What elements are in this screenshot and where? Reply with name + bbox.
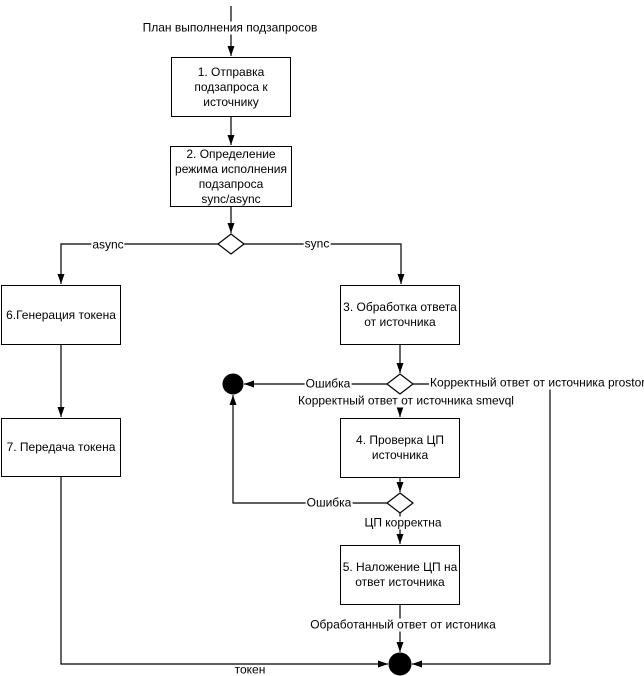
- node-apply-signature: 5. Наложение ЦП на ответ источника: [340, 545, 460, 605]
- node-transfer-token: 7. Передача токена: [1, 418, 121, 477]
- edge-label-error-signature: Ошибка: [305, 495, 353, 510]
- node-process-response: 3. Обработка ответа от источника: [340, 285, 460, 345]
- edge-label-signature-ok: ЦП корректна: [363, 515, 443, 530]
- edge-sync-branch: [244, 243, 405, 284]
- edge-label-prostore-response: Корректный ответ от источника prostore: [429, 376, 644, 390]
- node-generate-token: 6.Генерация токена: [1, 285, 121, 345]
- decision-signature-diamond: [386, 492, 414, 514]
- error-terminal-node: [222, 373, 244, 395]
- decision-response-diamond: [386, 373, 414, 395]
- edge-label-smevql-response: Корректный ответ от источника smevql: [297, 393, 515, 408]
- decision-sync-async-diamond: [217, 233, 245, 255]
- edge-label-error-response: Ошибка: [304, 376, 352, 391]
- node-send-subquery: 1. Отправка подзапроса к источнику: [171, 57, 291, 117]
- node-verify-signature: 4. Проверка ЦП источника: [340, 418, 460, 478]
- edge-label-token: токен: [234, 662, 266, 676]
- edge-label-plan: План выполнения подзапросов: [141, 20, 319, 35]
- edge-async-branch: [57, 243, 218, 284]
- node-determine-mode: 2. Определение режима исполнения подзапр…: [170, 146, 292, 207]
- edge-token-to-end: [60, 477, 388, 668]
- edge-label-async: async: [91, 237, 125, 252]
- edge-label-processed-response: Обработанный ответ от истоника: [309, 617, 497, 632]
- edge-label-sync: sync: [303, 236, 331, 251]
- end-terminal-node: [388, 652, 412, 676]
